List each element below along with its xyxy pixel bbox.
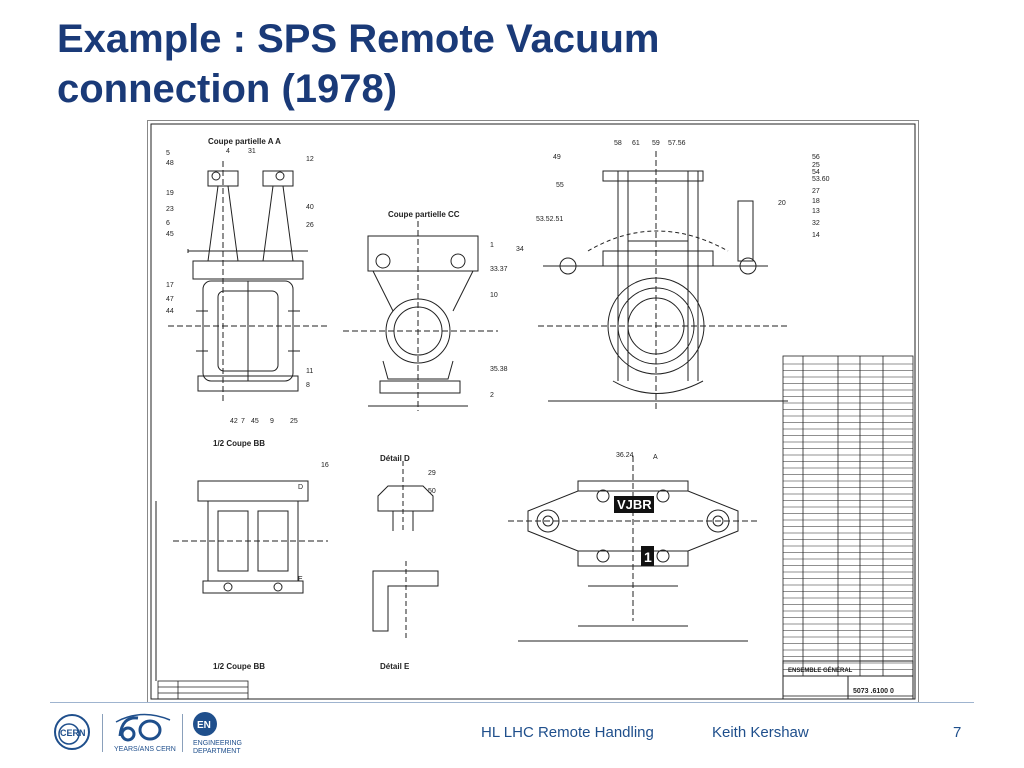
revision-table [157,680,249,700]
callout-detail: A [653,454,658,461]
callout-right-side: 32 [812,220,820,227]
callout-left: 6 [166,220,170,227]
callout-bottom-left: 8 [306,382,310,389]
label-one: 1 [644,549,652,565]
footer-page-number: 7 [953,724,962,741]
title-line-1: Example : SPS Remote Vacuum [57,17,660,61]
parts-list-rows [783,363,913,670]
label-vjbr: VJBR [617,497,652,512]
label-drawing-number: 5073 .6100 0 [853,688,894,695]
technical-drawing-svg: Coupe partielle A A Coupe partielle CC 1… [150,123,916,700]
callout-cc: 34 [516,246,524,253]
callout-left: 48 [166,160,174,167]
label-detail-e: Détail E [380,662,410,671]
callout-bottom-left: 7 [241,418,245,425]
callout-right-side: 27 [812,188,820,195]
callout-right-side: 18 [812,198,820,205]
label-half-coupe-bb-bottom: 1/2 Coupe BB [213,662,265,671]
callout-right-side: 54 [812,169,820,176]
callout-bottom-left: 9 [270,418,274,425]
callout-left: 5 [166,150,170,157]
callout-right-side: 56 [812,154,820,161]
callout-right-top: 53.52.51 [536,216,563,223]
number-plate [641,546,654,566]
callout-cc: 1 [490,242,494,249]
callout-left: 19 [166,190,174,197]
slide-title: Example : SPS Remote Vacuum connection (… [57,14,957,114]
callout-cc: 33.37 [490,266,508,273]
callout-detail: D [298,484,303,491]
callout-top-left: 12 [306,156,314,163]
callout-top-left: 4 [226,148,230,155]
coupe-aa-view [168,161,328,401]
callout-right-top: 57.56 [668,140,686,147]
title-line-2: connection (1978) [57,67,398,111]
technical-drawing: Coupe partielle A A Coupe partielle CC 1… [147,120,919,703]
callout-bottom-left: 25 [290,418,298,425]
coupe-cc-view [343,221,498,411]
callout-right-side: 14 [812,232,820,239]
callout-left: 45 [166,231,174,238]
label-detail-d: Détail D [380,454,410,463]
label-half-coupe-bb-top: 1/2 Coupe BB [213,439,265,448]
callout-detail: 16 [321,462,329,469]
callout-left: 47 [166,296,174,303]
callout-right-side: 25 [812,162,820,169]
sixty-years-caption: YEARS/ANS CERN [114,746,176,753]
label-ensemble-general: ENSEMBLE GÉNÉRAL [788,666,853,674]
callout-bottom-left: 42 [230,418,238,425]
callout-left: 44 [166,308,174,315]
callout-right-top: 58 [614,140,622,147]
footer-separator-1 [102,714,103,752]
plan-view [508,456,758,642]
main-elevation-view [538,151,788,411]
half-coupe-bb-view [173,480,328,594]
callout-right-top: 55 [556,182,564,189]
detail-d-view [377,461,434,531]
callout-detail: 50 [428,488,436,495]
callout-bottom-left: 45 [251,418,259,425]
detail-e-view [372,561,439,641]
callout-top-left: 40 [306,204,314,211]
label-coupe-cc: Coupe partielle CC [388,210,460,219]
callout-left: 17 [166,282,174,289]
footer-project: HL LHC Remote Handling [481,724,654,741]
callout-right-side: 13 [812,208,820,215]
footer-divider [50,702,974,703]
callout-detail: E [298,576,303,583]
callout-left: 23 [166,206,174,213]
sixty-years-icon [115,713,171,742]
footer-separator-2 [182,714,183,752]
callout-bottom-left: 11 [306,368,313,375]
callout-detail: 36.24 [616,452,634,459]
callout-top-left: 31 [248,148,256,155]
vjbr-plate [614,496,654,513]
callout-cc: 35.38 [490,366,508,373]
footer-author: Keith Kershaw [712,724,809,741]
callout-right-top: 61 [632,140,640,147]
title-block [782,660,914,700]
en-department-logo: EN [192,711,218,742]
callout-right-top: 59 [652,140,660,147]
callout-right-side: 20 [778,200,786,207]
sixty-years-logo [112,710,176,751]
cern-logo-icon: CERN [54,714,90,750]
en-logo-icon: EN [193,712,217,736]
en-sub-line-2: DEPARTMENT [193,748,241,755]
cern-logo-text: CERN [60,728,86,738]
callout-top-left: 26 [306,222,314,229]
parts-list [782,355,914,697]
label-coupe-aa: Coupe partielle A A [208,137,281,146]
callout-detail: 29 [428,470,436,477]
cern-logo: CERN [52,712,94,757]
en-logo-text: EN [197,720,211,731]
callout-right-top: 49 [553,154,561,161]
en-sub-line-1: ENGINEERING [193,740,243,747]
callout-cc: 10 [490,292,498,299]
callout-right-side: 53.60 [812,176,830,183]
callout-cc: 2 [490,392,494,399]
